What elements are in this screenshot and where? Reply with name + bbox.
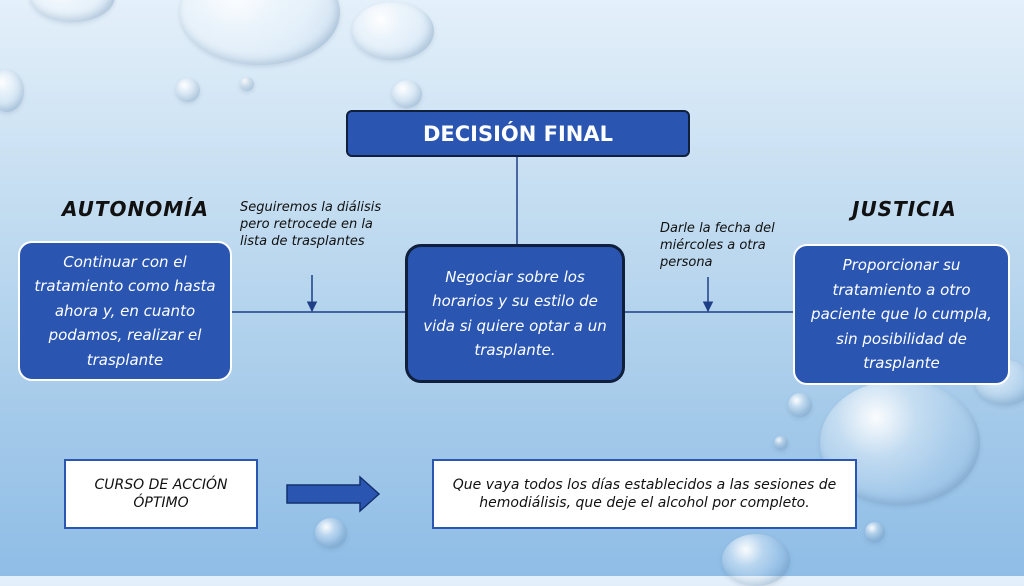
water-drop: [788, 393, 812, 417]
optimal-course-label: CURSO DE ACCIÓN ÓPTIMO: [94, 477, 228, 511]
water-drop: [352, 2, 434, 60]
water-drop: [865, 522, 885, 542]
autonomy-note: Seguiremos la diálisis pero retrocede en…: [240, 200, 382, 249]
optimal-course-result: Que vaya todos los días establecidos a l…: [452, 477, 837, 511]
water-drop: [176, 78, 200, 102]
negotiate-option-text: Negociar sobre los horarios y su estilo …: [423, 267, 607, 360]
water-drop: [240, 77, 254, 91]
water-drop: [315, 518, 347, 548]
optimal-course-result-box: Que vaya todos los días establecidos a l…: [432, 459, 857, 529]
decision-title: DECISIÓN FINAL: [346, 110, 690, 157]
autonomy-heading: AUTONOMÍA: [62, 197, 210, 221]
water-drop: [30, 0, 115, 22]
justice-note: Darle la fecha del miércoles a otra pers…: [660, 221, 775, 270]
justice-heading: JUSTICIA: [852, 197, 957, 221]
optimal-course-label-box: CURSO DE ACCIÓN ÓPTIMO: [64, 459, 258, 529]
justice-option-box: Proporcionar su tratamiento a otro pacie…: [793, 244, 1010, 385]
autonomy-option-box: Continuar con el tratamiento como hasta …: [18, 241, 232, 381]
water-drop: [392, 80, 422, 108]
justice-option-text: Proporcionar su tratamiento a otro pacie…: [811, 256, 992, 373]
negotiate-option-box: Negociar sobre los horarios y su estilo …: [405, 244, 625, 383]
arrow-right-icon: [286, 475, 381, 513]
water-drop: [774, 436, 788, 450]
autonomy-option-text: Continuar con el tratamiento como hasta …: [34, 252, 216, 369]
